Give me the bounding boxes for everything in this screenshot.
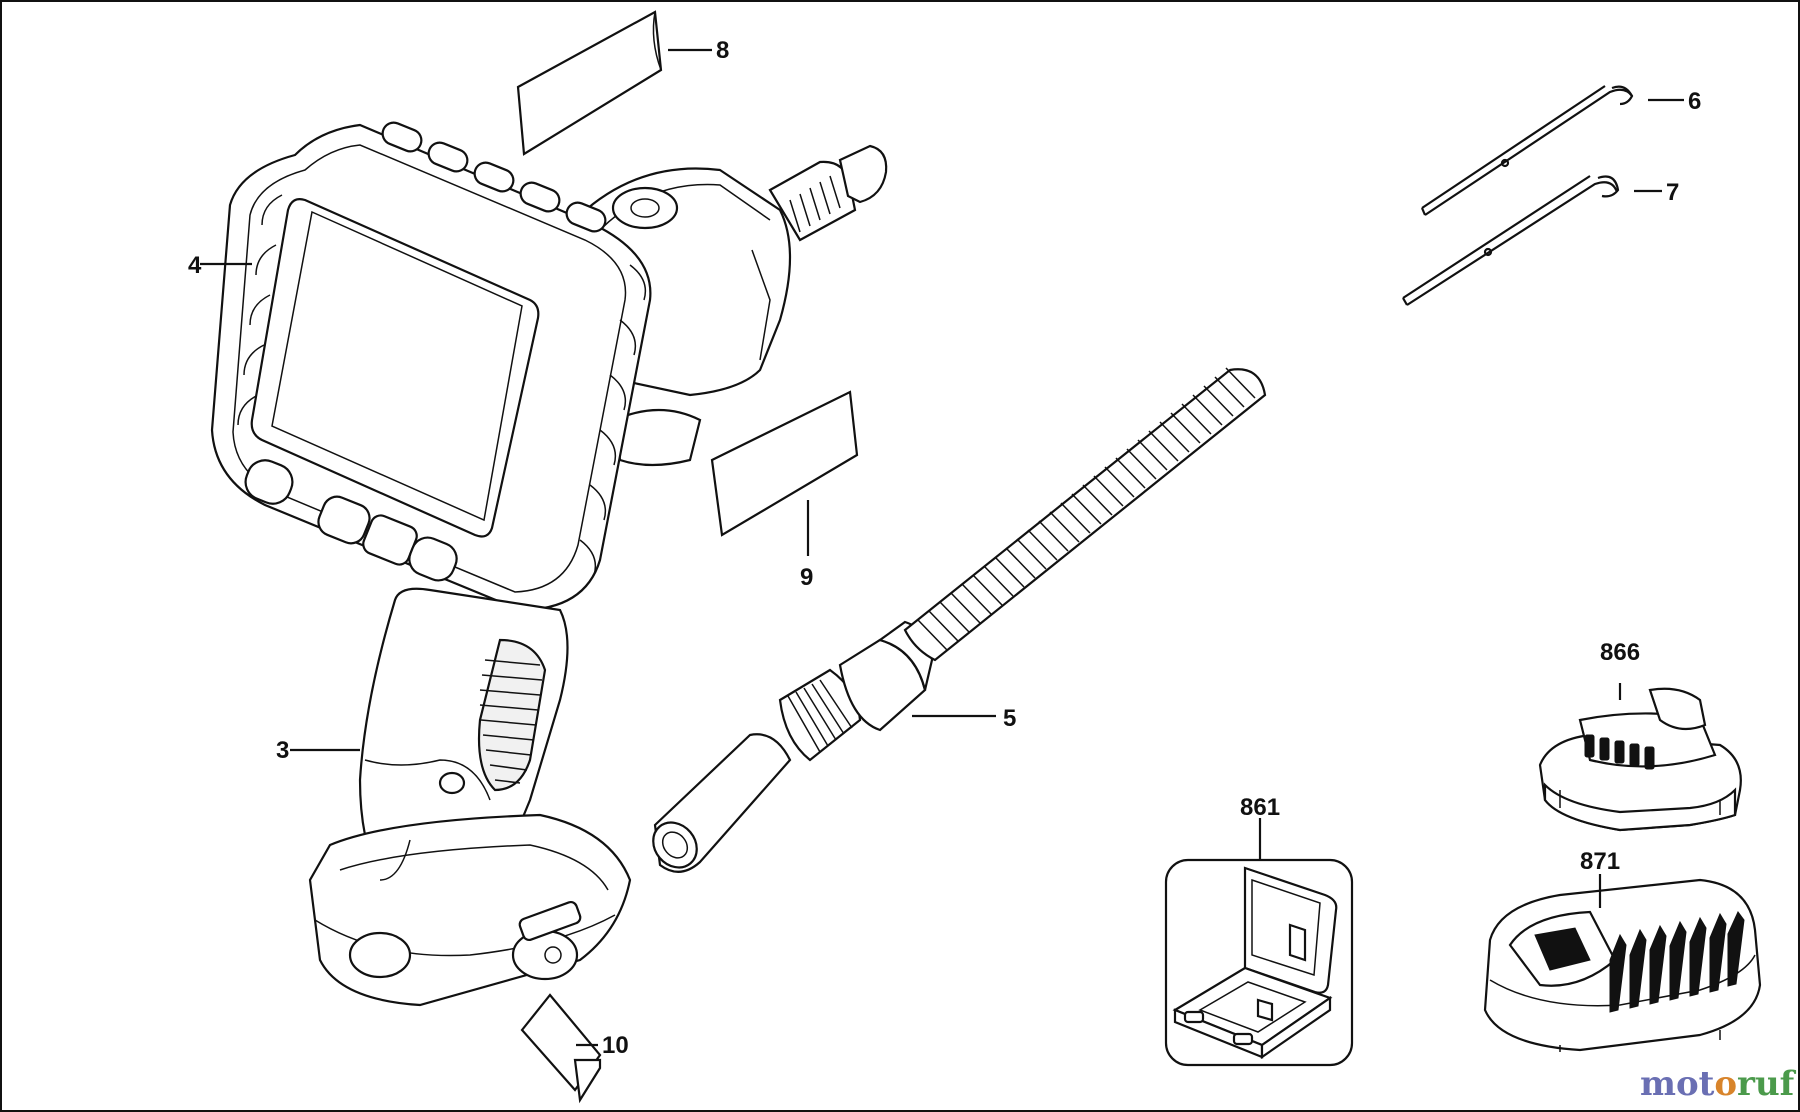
watermark-logo: motoruf — [1640, 1064, 1795, 1104]
callout-3: 3 — [276, 737, 289, 764]
battery-pack-866 — [1538, 687, 1742, 832]
front-buttons — [244, 459, 458, 582]
hook-attachment-6 — [1420, 85, 1634, 216]
callout-866: 866 — [1600, 639, 1640, 666]
inspection-camera-body — [210, 121, 888, 1007]
part-label-sticker-8 — [516, 10, 663, 156]
callout-861: 861 — [1240, 794, 1280, 821]
callout-8: 8 — [716, 37, 729, 64]
callout-871: 871 — [1580, 848, 1620, 875]
callout-6: 6 — [1688, 88, 1701, 115]
callout-9: 9 — [800, 564, 813, 591]
hook-attachment-7 — [1402, 175, 1620, 306]
top-buttons — [381, 121, 607, 233]
callout-5: 5 — [1003, 705, 1016, 732]
part-label-sticker-10 — [520, 993, 602, 1104]
charger-vents — [1609, 911, 1745, 1013]
callout-10: 10 — [602, 1032, 629, 1059]
battery-charger-871 — [1483, 878, 1762, 1052]
callout-4: 4 — [188, 252, 202, 279]
callout-7: 7 — [1666, 179, 1679, 206]
part-label-sticker-9 — [710, 390, 859, 537]
camera-probe-cable — [652, 367, 1267, 873]
carry-case-861 — [1164, 858, 1354, 1067]
